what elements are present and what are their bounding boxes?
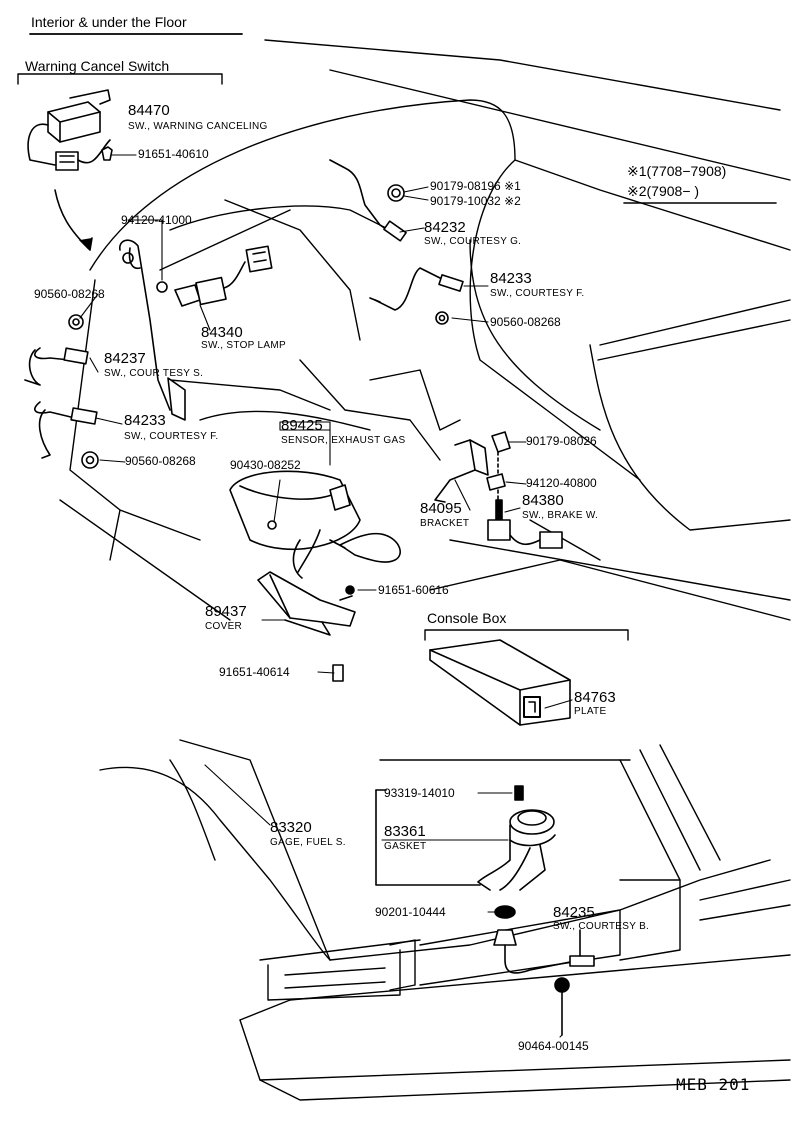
- drawing-code: MEB 201: [676, 1075, 751, 1094]
- bracket-and-brake-switch: [434, 431, 563, 549]
- part-description: SW., WARNING CANCELING: [128, 121, 268, 132]
- part-number: 84470: [128, 102, 170, 119]
- part-number: 90560-08268: [490, 315, 561, 329]
- part-description: SW., COURTESY G.: [424, 236, 522, 247]
- footnote-line-2: ※2(7908− ): [627, 183, 700, 199]
- sensor-cover: [257, 571, 356, 682]
- part-number: 90201-10444: [375, 905, 446, 919]
- part-number: 93319-14010: [384, 786, 455, 800]
- part-number: 84340: [201, 324, 243, 341]
- part-number: 84380: [522, 492, 564, 509]
- courtesy-b-switch: [493, 905, 595, 1036]
- console-box-title: Console Box: [427, 610, 507, 626]
- part-number: 94120-41000: [121, 213, 192, 227]
- part-description: BRACKET: [420, 518, 470, 529]
- part-description: SW., COURTESY F.: [124, 431, 219, 442]
- fuel-sender-gage: [375, 785, 556, 891]
- part-number: 90179-08196 ※1: [430, 179, 521, 193]
- part-description: SENSOR, EXHAUST GAS: [281, 435, 406, 446]
- stop-lamp-switch: [174, 245, 273, 307]
- part-number: 90179-08026: [526, 434, 597, 448]
- part-number: 91651-60616: [378, 583, 449, 597]
- car-body-lower: [99, 739, 791, 1101]
- part-description: SW., COUR TESY S.: [104, 368, 204, 379]
- part-number: 90560-08268: [34, 287, 105, 301]
- part-number: 90560-08268: [125, 454, 196, 468]
- console-box: [429, 639, 571, 726]
- part-number: 84095: [420, 500, 462, 517]
- courtesy-switches-left: [24, 314, 99, 469]
- exhaust-sensor-assembly: [229, 470, 401, 579]
- part-description: COVER: [205, 621, 243, 632]
- part-number: 89425: [281, 417, 323, 434]
- part-number: 89437: [205, 603, 247, 620]
- part-number: 84235: [553, 904, 595, 921]
- part-description: GASKET: [384, 841, 427, 852]
- part-number: 84237: [104, 350, 146, 367]
- part-number: 83320: [270, 819, 312, 836]
- part-number: 84233: [490, 270, 532, 287]
- part-number: 91651-40614: [219, 665, 290, 679]
- part-number: 84763: [574, 689, 616, 706]
- part-description: PLATE: [574, 706, 607, 717]
- part-description: SW., COURTESY B.: [553, 921, 650, 932]
- part-number: 90464-00145: [518, 1039, 589, 1053]
- pillar-bracket: [119, 239, 186, 421]
- car-body-upper: [59, 39, 791, 621]
- arrow-head: [79, 237, 93, 251]
- part-number: 83361: [384, 823, 426, 840]
- part-number: 90430-08252: [230, 458, 301, 472]
- leader-lines: [79, 154, 573, 1038]
- warning-cancel-title: Warning Cancel Switch: [25, 58, 170, 74]
- part-description: SW., COURTESY F.: [490, 288, 585, 299]
- warning-bracket: [17, 73, 223, 85]
- part-description: SW., BRAKE W.: [522, 510, 599, 521]
- courtesy-f-switch-right: [369, 267, 464, 325]
- part-number: 94120-40800: [526, 476, 597, 490]
- footnote-line-1: ※1(7708−7908): [627, 163, 727, 179]
- part-number: 84232: [424, 219, 466, 236]
- part-number: 91651-40610: [138, 147, 209, 161]
- console-bracket: [424, 629, 629, 641]
- part-description: SW., STOP LAMP: [201, 340, 286, 351]
- pointer-arrow: [54, 189, 89, 249]
- part-number: 90179-10032 ※2: [430, 194, 521, 208]
- main-section-title: Interior & under the Floor: [31, 14, 187, 30]
- warning-cancel-switch: [27, 89, 113, 171]
- part-number: 84233: [124, 412, 166, 429]
- courtesy-g-switch: [329, 159, 407, 242]
- part-description: GAGE, FUEL S.: [270, 837, 346, 848]
